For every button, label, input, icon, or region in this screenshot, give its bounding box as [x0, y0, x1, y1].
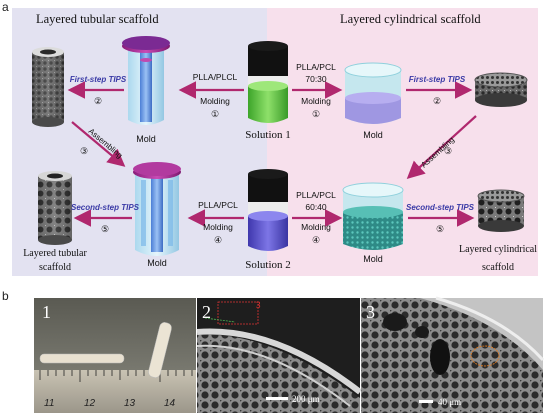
label-num4-left: ④ — [214, 235, 222, 245]
label-num1-right: ① — [312, 109, 320, 119]
porous-disc-top — [474, 72, 528, 107]
right-mold-top — [344, 62, 402, 124]
label-num3-left: ③ — [80, 146, 88, 156]
solution2-label: Solution 2 — [245, 259, 291, 271]
label-first-step-right: First-step TIPS — [409, 75, 466, 84]
left-mold-bottom-label: Mold — [147, 258, 167, 268]
left-title: Layered tubular scaffold — [36, 12, 159, 26]
label-ratio-60-40: 60:40 — [305, 202, 327, 212]
layered-tubular-scaffold — [38, 171, 72, 245]
layered-tubular-label-1: Layered tubular — [23, 248, 87, 259]
arrow-assembling-left — [71, 121, 126, 167]
right-mold-top-label: Mold — [363, 130, 383, 140]
label-first-step-left: First-step TIPS — [70, 75, 127, 84]
solution1-label: Solution 1 — [245, 129, 291, 141]
left-mold-bottom — [133, 162, 181, 256]
label-molding-top-right: Molding — [301, 96, 331, 106]
label-molding-top-left: Molding — [200, 96, 230, 106]
label-num3-right: ③ — [444, 146, 452, 156]
label-num2-right: ② — [433, 96, 441, 106]
label-plla-plclc-top: PLLA/PLCL — [193, 72, 238, 82]
photo-2-sem — [196, 298, 362, 413]
photo-3-scale: 40 μm — [438, 397, 461, 407]
label-num1-left: ① — [211, 109, 219, 119]
label-num4-right: ④ — [312, 235, 320, 245]
layered-cyl-label-1: Layered cylindrical — [459, 244, 537, 255]
panel-b-letter: b — [2, 289, 9, 303]
photo-1-tubes — [34, 298, 196, 413]
left-mold-top-label: Mold — [136, 134, 156, 144]
right-title: Layered cylindrical scaffold — [340, 12, 481, 26]
layered-cylindrical-scaffold — [477, 189, 525, 232]
photo-2-number: 2 — [202, 302, 211, 322]
photo-1-number: 1 — [42, 302, 51, 322]
ruler-label-12: 12 — [84, 398, 96, 409]
label-molding-bottom-right: Molding — [301, 222, 331, 232]
label-plla-pcl-bottom-right: PLLA/PCL — [296, 190, 336, 200]
label-num5-left: ⑤ — [101, 224, 109, 234]
photo-3-sem — [361, 296, 545, 413]
label-molding-bottom-left: Molding — [203, 222, 233, 232]
label-num5-right: ⑤ — [436, 224, 444, 234]
ruler-label-14: 14 — [164, 398, 176, 409]
label-ratio-70-30: 70:30 — [305, 74, 327, 84]
label-num2-left: ② — [94, 96, 102, 106]
porous-tube-top — [32, 47, 64, 127]
left-mold-top — [122, 36, 170, 125]
solution1-beaker — [248, 41, 288, 123]
photo-2-scale: 200 μm — [292, 394, 320, 404]
arrow-assembling-right — [406, 115, 477, 179]
photo-2-inset-label: 3 — [256, 300, 261, 310]
label-plla-pcl-top-right: PLLA/PCL — [296, 62, 336, 72]
ruler-label-11: 11 — [44, 398, 54, 409]
layered-cyl-label-2: scaffold — [482, 262, 514, 273]
right-mold-bottom-label: Mold — [363, 254, 383, 264]
label-plla-pcl-bottom-left: PLLA/PCL — [198, 200, 238, 210]
label-second-step-right: Second-step TIPS — [406, 203, 475, 212]
label-second-step-left: Second-step TIPS — [71, 203, 140, 212]
panel-a-letter: a — [2, 0, 9, 14]
solution2-beaker — [248, 169, 288, 251]
right-mold-bottom — [342, 182, 404, 250]
ruler-label-13: 13 — [124, 398, 136, 409]
photo-3-number: 3 — [366, 302, 375, 322]
layered-tubular-label-2: scaffold — [39, 262, 71, 273]
